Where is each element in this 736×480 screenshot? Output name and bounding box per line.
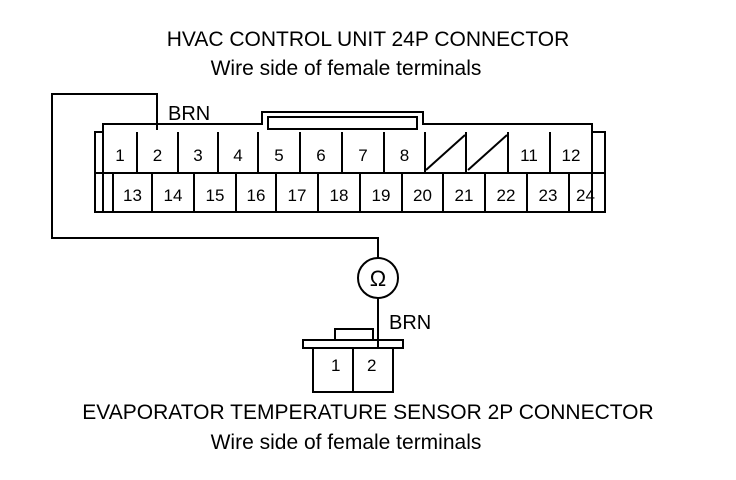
sensor-terminal-2: 2 [367,356,376,375]
bottom-row-dividers [112,173,570,212]
hvac-terminal-15: 15 [206,186,225,205]
hvac-terminal-17: 17 [288,186,307,205]
hvac-terminal-22: 22 [497,186,516,205]
hvac-terminal-8: 8 [400,146,409,165]
hvac-wire-color-label: BRN [168,103,211,125]
hvac-terminal-23: 23 [539,186,558,205]
terminal-10-blank [467,134,508,171]
hvac-connector-title: HVAC CONTROL UNIT 24P CONNECTOR [166,28,570,51]
ohmmeter-icon: Ω [357,257,399,299]
sensor-connector-latch [334,328,374,341]
hvac-terminal-7: 7 [358,146,367,165]
hvac-terminal-20: 20 [413,186,432,205]
hvac-terminal-13: 13 [123,186,142,205]
hvac-connector-subtitle: Wire side of female terminals [210,57,482,80]
bottom-row-labels: 13 14 15 16 17 18 19 20 21 22 23 24 [123,186,595,205]
hvac-terminal-14: 14 [164,186,183,205]
sensor-terminal-1: 1 [331,356,340,375]
hvac-terminal-21: 21 [455,186,474,205]
hvac-connector-latch [267,116,418,130]
hvac-terminal-19: 19 [372,186,391,205]
hvac-terminal-4: 4 [233,146,242,165]
test-lead-wire [51,93,379,258]
hvac-terminal-6: 6 [316,146,325,165]
hvac-terminal-1: 1 [115,146,124,165]
hvac-terminal-2: 2 [153,146,162,165]
top-row-dividers [136,132,551,173]
sensor-2p-connector: 1 2 [302,328,404,393]
hvac-terminal-24: 24 [576,186,595,205]
hvac-terminal-16: 16 [247,186,266,205]
hvac-terminal-5: 5 [274,146,283,165]
hvac-terminal-18: 18 [330,186,349,205]
terminal-9-blank [425,134,466,171]
sensor-wire-color-label: BRN [389,312,432,334]
sensor-connector-title: EVAPORATOR TEMPERATURE SENSOR 2P CONNECT… [82,401,654,424]
hvac-terminal-11: 11 [520,146,538,165]
hvac-terminal-3: 3 [193,146,202,165]
sensor-connector-subtitle: Wire side of female terminals [210,431,482,454]
ohm-symbol: Ω [370,266,386,291]
hvac-terminal-12: 12 [562,146,581,165]
